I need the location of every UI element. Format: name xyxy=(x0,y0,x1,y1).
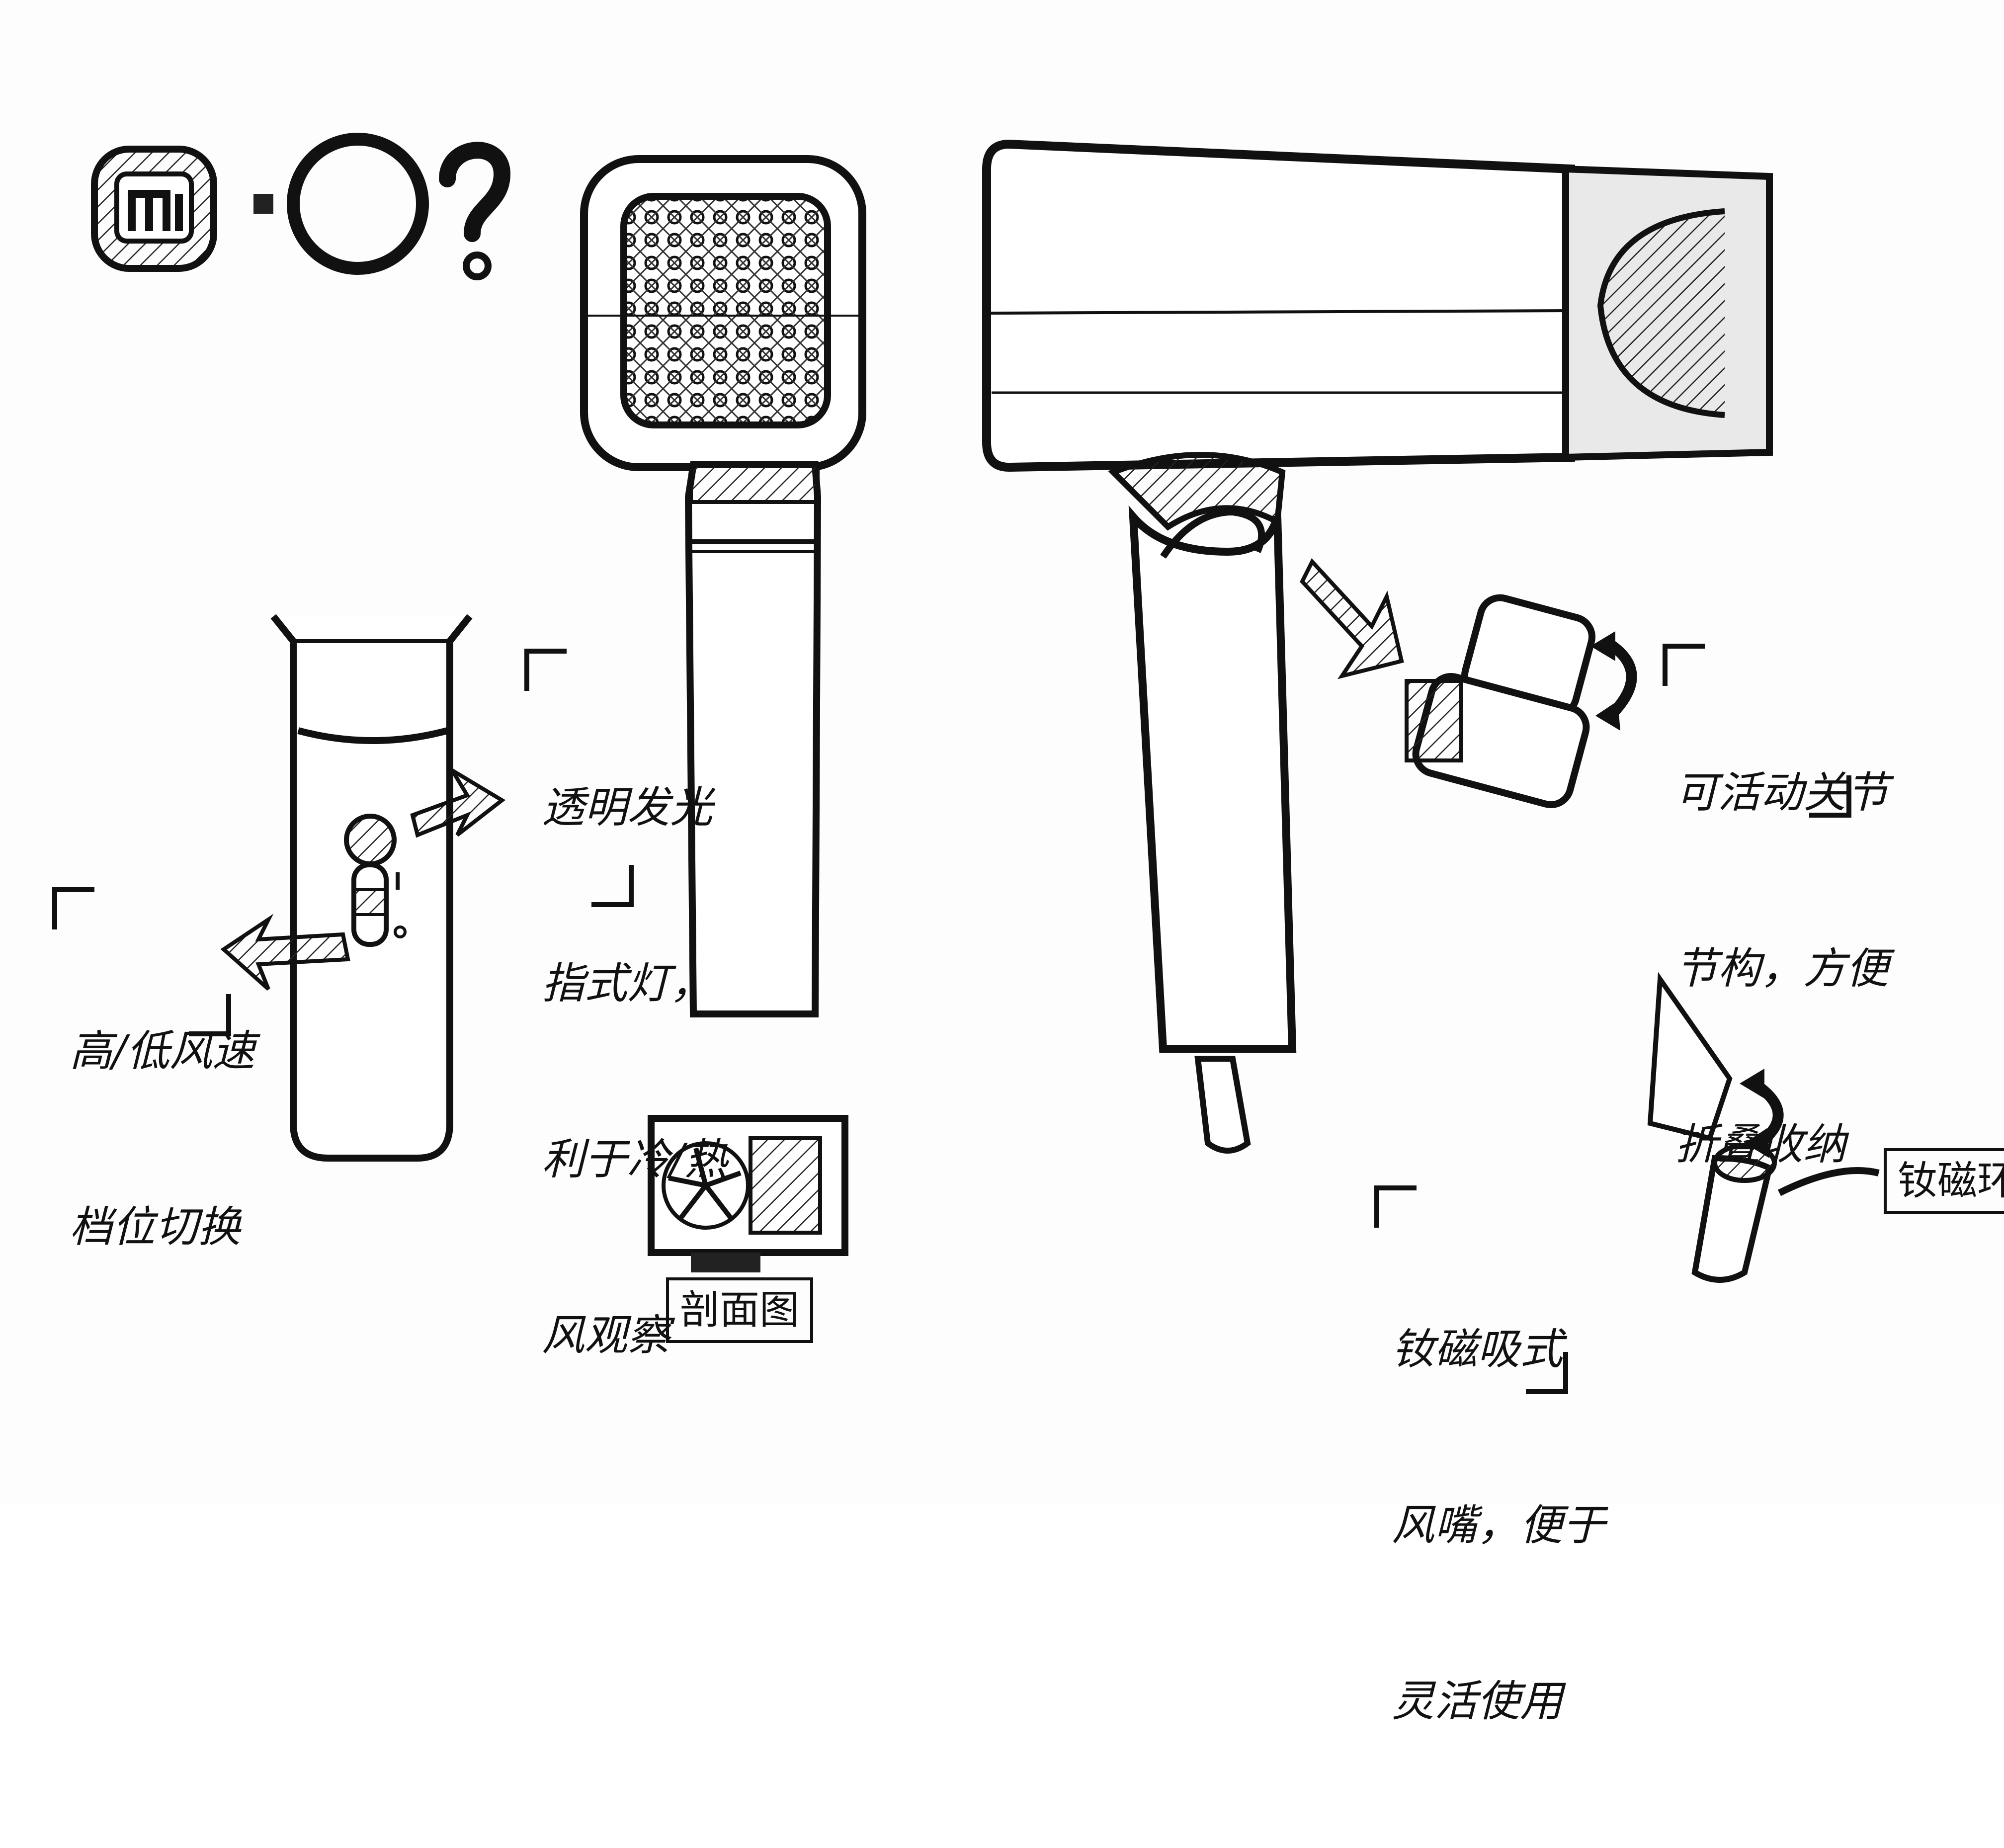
bracket-open-speed xyxy=(52,887,94,929)
annotation-line: 利于冷/热 xyxy=(542,1135,727,1184)
arrow-icon-joint xyxy=(1300,558,1404,679)
rotate-arrow-icon-joint xyxy=(1590,631,1637,731)
question-mark-icon xyxy=(439,142,511,280)
annotation-line: 透明发光 xyxy=(542,783,713,833)
nozzle-detail-drawing xyxy=(1647,972,1777,1283)
annotation-indicator-light: 透明发光 指式灯， 利于冷/热 风观察 xyxy=(542,661,727,1482)
circle-logo-icon xyxy=(287,133,429,275)
bracket-open-joint xyxy=(1663,644,1705,686)
arrow-icon-speed xyxy=(220,914,350,991)
mi-logo-icon xyxy=(91,146,217,272)
sketch-drawings xyxy=(52,133,1880,1394)
annotation-line: 节构，方便 xyxy=(1675,944,1889,994)
section-view-drawing xyxy=(648,1115,848,1272)
bracket-open-indicator xyxy=(524,649,567,691)
separator-dot xyxy=(253,194,273,214)
annotation-line: 风观察 xyxy=(542,1311,670,1360)
pointer-line-magnet xyxy=(1777,1167,1880,1196)
annotation-line: 钕磁吸式 xyxy=(1392,1325,1563,1374)
bracket-open-nozzle xyxy=(1374,1185,1417,1228)
annotation-line: 档位切换 xyxy=(70,1202,241,1252)
handle-detail-drawing xyxy=(270,614,473,1162)
joint-detail-drawing xyxy=(1405,594,1595,809)
magnet-ring-label: 钕磁环 xyxy=(1884,1148,2004,1214)
annotation-line: 指式灯， xyxy=(542,959,713,1008)
arrow-icon-indicator xyxy=(410,768,506,838)
section-view-label: 剖面图 xyxy=(666,1277,813,1343)
rotate-arrow-icon-nozzle xyxy=(1740,1069,1784,1158)
bracket-close-indicator xyxy=(591,865,634,907)
annotation-nozzle: 钕磁吸式 风嘴，便于 灵活使用 xyxy=(1392,1203,1605,1848)
side-view-drawing xyxy=(982,139,1773,1154)
annotation-line: 高/低风速 xyxy=(70,1026,255,1076)
annotation-line: 可活动关节 xyxy=(1675,768,1889,818)
bracket-close-nozzle xyxy=(1526,1352,1568,1394)
front-view-drawing xyxy=(580,155,866,1017)
annotation-line: 灵活使用 xyxy=(1392,1677,1563,1726)
annotation-speed-switch: 高/低风速 档位切换 xyxy=(70,905,255,1374)
annotation-joint: 可活动关节 节构，方便 折叠收纳 xyxy=(1675,646,1889,1291)
annotation-line: 折叠收纳 xyxy=(1675,1120,1846,1170)
sketch-page: 透明发光 指式灯， 利于冷/热 风观察 高/低风速 档位切换 可活动关节 节构，… xyxy=(52,133,2004,1726)
annotation-line: 风嘴，便于 xyxy=(1392,1501,1605,1550)
bracket-close-joint xyxy=(1809,775,1851,818)
bracket-close-speed xyxy=(189,994,231,1036)
